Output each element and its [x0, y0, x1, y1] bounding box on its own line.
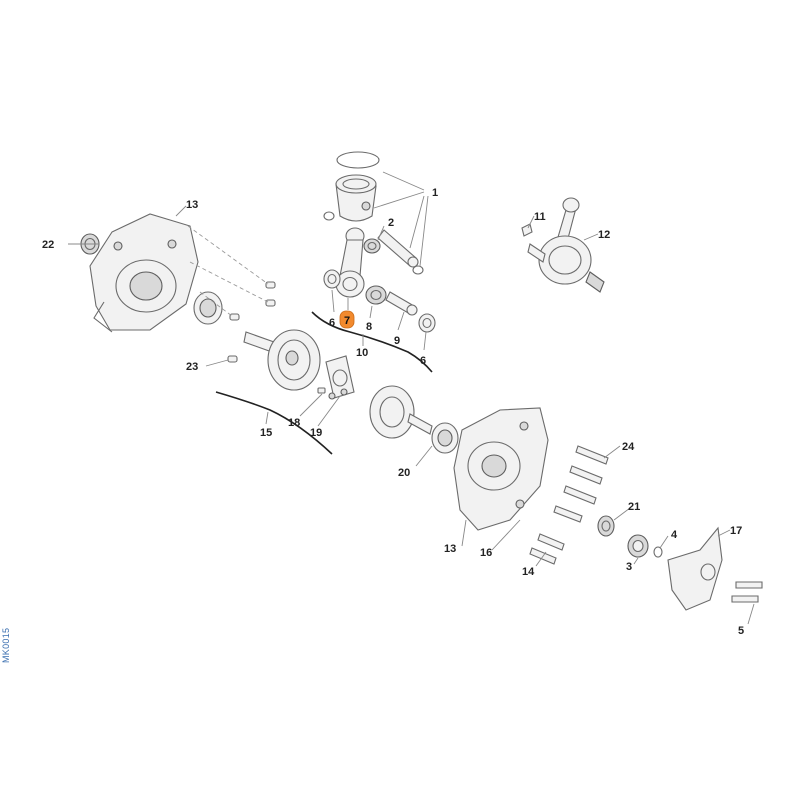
right-oil-seal	[597, 515, 615, 537]
callout-17: 17	[730, 525, 742, 537]
piston	[335, 174, 377, 222]
callout-14: 14	[522, 566, 535, 578]
woodruff-key	[521, 223, 533, 237]
bracket-group-10	[311, 311, 433, 373]
piston-pin-clip-right	[412, 265, 424, 275]
callout-7: 7	[344, 315, 350, 327]
callout-6-left: 6	[329, 317, 335, 329]
crank-pin	[385, 291, 418, 316]
callout-21: 21	[628, 501, 640, 513]
left-main-bearing	[193, 291, 223, 325]
callout-7-highlight[interactable]: 7	[339, 310, 355, 329]
callout-3: 3	[626, 561, 632, 573]
flywheel-plate	[325, 355, 355, 399]
right-crankcase	[453, 407, 549, 531]
callout-23: 23	[186, 361, 198, 373]
piston-ring	[336, 151, 380, 169]
clutch-drum	[369, 385, 433, 439]
callout-8: 8	[366, 321, 372, 333]
callout-24: 24	[622, 441, 635, 453]
thrust-washer-left	[323, 269, 341, 289]
right-main-bearing	[431, 422, 459, 454]
crankshaft-assembly	[527, 197, 605, 293]
crankcase-bolts	[529, 445, 609, 565]
reference-code: MK0015	[1, 627, 11, 663]
thrust-washer-right	[418, 313, 436, 333]
sprocket-cover	[667, 526, 723, 611]
bracket-group-15	[215, 391, 333, 455]
callout-19: 19	[310, 427, 322, 439]
callout-6-right: 6	[420, 355, 426, 367]
callout-13-top: 13	[186, 199, 198, 211]
callout-4: 4	[671, 529, 678, 541]
callout-13-bottom: 13	[444, 543, 456, 555]
callout-10: 10	[356, 347, 368, 359]
callout-18: 18	[288, 417, 300, 429]
flywheel-screws	[328, 388, 348, 400]
small-end-bearing	[363, 238, 381, 254]
connecting-rod	[335, 227, 365, 298]
callout-9: 9	[394, 335, 400, 347]
callout-22: 22	[42, 239, 54, 251]
piston-pin-clip-left	[323, 211, 335, 221]
drive-sprocket	[627, 534, 649, 558]
flywheel	[243, 329, 321, 391]
flywheel-key	[317, 387, 326, 394]
left-crankcase	[89, 213, 199, 333]
callout-1: 1	[432, 187, 438, 199]
callout-12: 12	[598, 229, 610, 241]
big-end-bearing	[365, 285, 387, 305]
sprocket-cover-screws	[731, 581, 763, 603]
piston-pin	[377, 229, 419, 268]
callout-2: 2	[388, 217, 394, 229]
callout-11: 11	[534, 211, 546, 223]
callout-20: 20	[398, 467, 410, 479]
callout-15: 15	[260, 427, 272, 439]
left-crankcase-dowels	[227, 281, 276, 363]
callout-5: 5	[738, 625, 744, 637]
callout-16: 16	[480, 547, 492, 559]
sprocket-circlip	[653, 546, 663, 558]
